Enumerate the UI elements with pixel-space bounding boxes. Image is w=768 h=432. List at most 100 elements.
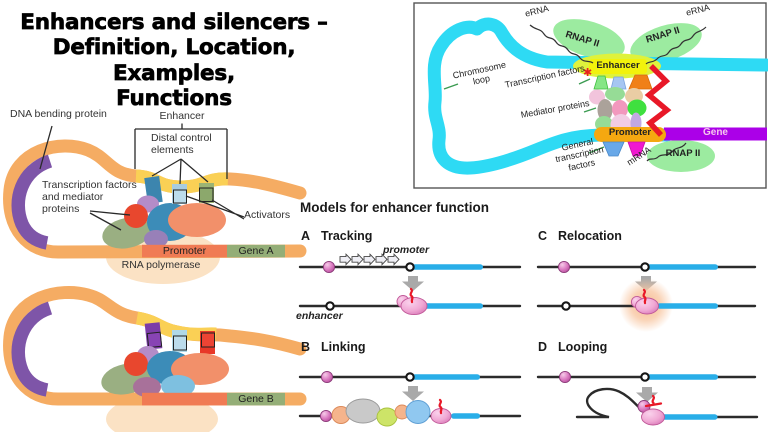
- gene-a-bar: [227, 244, 285, 258]
- tf-mediator-label: Transcription factors and mediator prote…: [42, 179, 137, 216]
- panel-b-title: B Linking: [301, 340, 365, 354]
- gene-a-label: Gene A: [238, 245, 274, 257]
- enhancer-ball: [320, 370, 334, 384]
- general-tf-magenta: [627, 141, 646, 157]
- gene-segment: [657, 303, 718, 309]
- gene-segment: [659, 414, 718, 420]
- panel-tracking: [298, 253, 522, 316]
- mrna-squiggle: [646, 142, 687, 162]
- dna-loop: [575, 387, 645, 419]
- panel-relocation: [536, 260, 757, 332]
- mediator-blob-mauve: [133, 377, 161, 397]
- rna-squiggles: [529, 24, 707, 162]
- tf-mediator-pointers: [89, 210, 131, 231]
- linking-protein-blue: [405, 400, 431, 424]
- promoter-circle: [640, 372, 650, 382]
- panel-d-key: D: [538, 340, 548, 354]
- promoter-bar-label: Promoter: [162, 245, 207, 257]
- panel-b-label: Linking: [321, 340, 366, 354]
- enhancer-circle: [325, 301, 335, 311]
- polymerase-complex: [635, 297, 659, 315]
- dna-strand: [3, 139, 307, 259]
- mediator-proteins-leader: [583, 107, 597, 113]
- transcription-factor-green: [593, 75, 609, 90]
- red-zigzag: [644, 64, 672, 137]
- dna-bending-protein-arc: [11, 154, 53, 250]
- erna-squiggle-left: [529, 24, 594, 64]
- panel-linking: [298, 370, 522, 427]
- activator-box-violet: [146, 331, 163, 349]
- dna-strand: [3, 285, 307, 406]
- models-heading: Models for enhancer function: [300, 200, 490, 215]
- promoter-bar: [142, 392, 227, 406]
- promoter-pill: [594, 127, 666, 142]
- chromosome-loop-leader: [443, 83, 459, 90]
- enhancer-box: [589, 59, 647, 74]
- activators-pointers: [185, 195, 245, 220]
- panel-b-key: B: [301, 340, 311, 354]
- panel-c-label: Relocation: [558, 229, 622, 243]
- down-arrow-icon: [636, 387, 658, 402]
- gene-a-loop-diagram: [3, 123, 307, 284]
- transcript-squiggle: [438, 398, 443, 415]
- enhancer-ball: [558, 370, 572, 384]
- dna-bending-protein-label: DNA bending protein: [10, 108, 107, 120]
- rnap2-bottom-label: RNAP II: [665, 148, 701, 159]
- distal-pointers: [151, 158, 209, 185]
- promoter-circle: [640, 262, 650, 272]
- activator-box-lightblue: [173, 335, 187, 351]
- transcription-factors-leader: [578, 78, 591, 85]
- distal-control-elements-label: Distal control elements: [151, 132, 212, 157]
- gene-segment: [647, 264, 718, 270]
- gene-bar-label: Gene: [702, 126, 728, 138]
- page-title: Enhancers and silencers – Definition, Lo…: [8, 10, 340, 112]
- mediator-protein-blob: [597, 99, 613, 121]
- gene-segment: [424, 303, 483, 309]
- gene-b-loop-diagram: [3, 285, 307, 432]
- gene-segment: [412, 374, 480, 380]
- models-section: [298, 253, 759, 427]
- panel-a-key: A: [301, 229, 311, 243]
- dna-bending-pointer: [39, 125, 53, 170]
- enhancer-bracket: [134, 123, 228, 179]
- polymerase-complex: [641, 408, 665, 426]
- title-line-3: Functions: [116, 86, 233, 112]
- activators-label: Activators: [244, 209, 291, 221]
- mediator-protein-blob: [627, 99, 647, 117]
- tracking-arrow: [375, 253, 388, 266]
- gene-segment: [451, 413, 480, 419]
- tracking-arrows: [339, 253, 400, 266]
- panel-c-title: C Relocation: [538, 229, 622, 243]
- label-leader-lines: [443, 78, 605, 154]
- tracking-arrow: [339, 253, 352, 266]
- mediator-blob-lightblue: [161, 375, 195, 397]
- transcription-factor-orange: [628, 74, 653, 90]
- rnap2-ellipse-bottom: [647, 140, 715, 172]
- gene-b-label: Gene B: [238, 393, 274, 405]
- gene-bar: [664, 127, 767, 141]
- promoter-bar: [142, 244, 227, 258]
- enhancer-box-label: Enhancer: [596, 60, 640, 71]
- activator-box-red: [201, 332, 215, 348]
- linking-protein-green: [376, 407, 398, 427]
- enhancer-ball: [319, 409, 333, 423]
- enhancer-ball: [557, 260, 571, 274]
- panel-a-label: Tracking: [321, 229, 373, 243]
- tracking-arrow: [363, 253, 376, 266]
- general-tf-leader: [588, 146, 605, 154]
- panel-d-label: Looping: [558, 340, 608, 354]
- linking-protein-gray: [345, 398, 381, 424]
- dna-bending-protein-arc: [11, 301, 53, 397]
- transcript-squiggle: [644, 394, 663, 408]
- promoter-circle: [405, 262, 415, 272]
- pointer-lines: [39, 123, 245, 231]
- general-tf-blue: [602, 141, 625, 157]
- title-line-2: Definition, Location, Examples,: [52, 35, 296, 86]
- star-icon: ✱: [583, 67, 593, 79]
- panel-looping: [536, 370, 759, 426]
- activator-box-olive: [199, 187, 214, 202]
- enhancer-annotation: enhancer: [296, 310, 343, 322]
- mediator-protein-blob: [612, 100, 628, 118]
